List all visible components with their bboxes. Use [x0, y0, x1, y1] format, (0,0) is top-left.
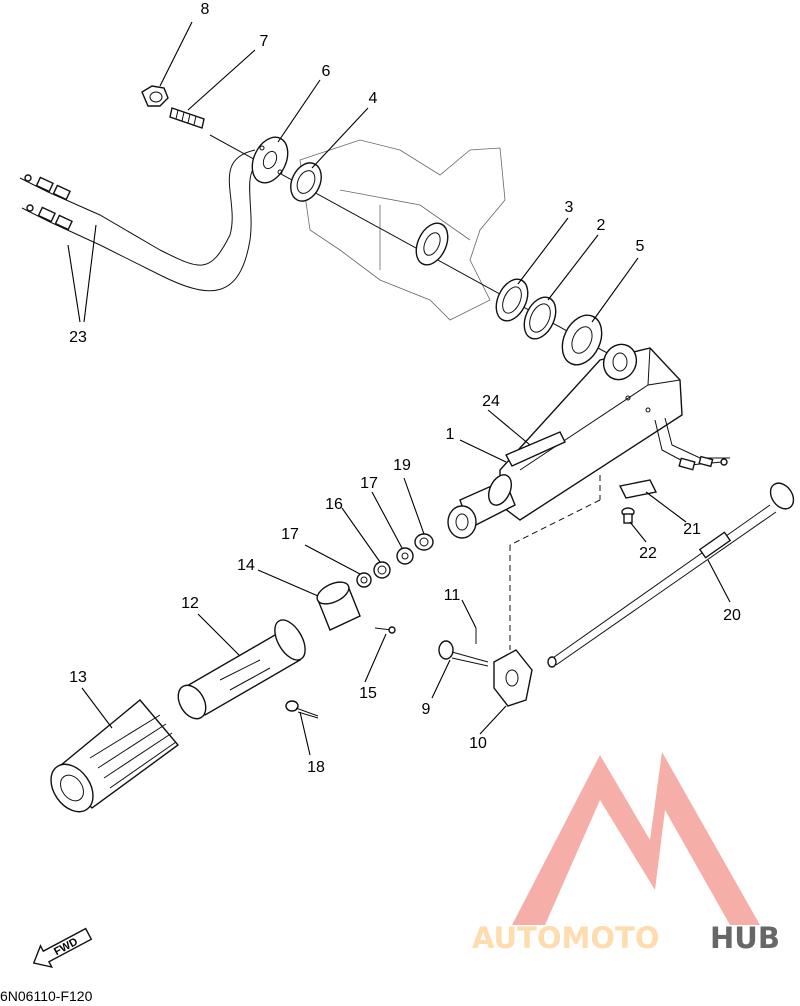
callout-11: 11 [444, 587, 461, 604]
callout-20: 20 [723, 607, 741, 624]
callout-10: 10 [469, 735, 487, 752]
spring-16 [373, 561, 391, 579]
housing-bushing [415, 222, 449, 266]
callout-labels: 8 7 6 4 3 2 5 23 24 1 19 17 16 17 14 12 … [69, 1, 741, 776]
fwd-label: FWD [52, 936, 80, 958]
nut-8 [141, 85, 169, 107]
watermark-triangle-mark [512, 752, 760, 925]
leader-lines [67, 21, 731, 756]
bushing-19 [414, 533, 434, 551]
callout-23: 23 [69, 329, 87, 346]
washer-3 [495, 278, 529, 322]
screw-22 [621, 507, 635, 524]
cable-end-upper [24, 174, 71, 201]
steering-handle-1 [447, 343, 683, 539]
washer-17-upper [396, 547, 414, 565]
callout-18: 18 [307, 759, 325, 776]
fwd-arrow: FWD [32, 927, 93, 969]
callout-22: 22 [639, 545, 657, 562]
wave-washer-2 [523, 296, 557, 340]
callout-7: 7 [260, 33, 269, 50]
callout-8: 8 [201, 1, 210, 18]
watermark-text-automoto: AUTOMOTO [472, 921, 659, 955]
throttle-cables [19, 149, 263, 292]
bolt-9 [438, 640, 489, 667]
plate-6 [251, 136, 289, 184]
callout-13: 13 [69, 669, 87, 686]
callout-1: 1 [446, 426, 455, 443]
plate-21 [618, 479, 658, 499]
callout-17-lower: 17 [281, 526, 299, 543]
callout-21: 21 [683, 521, 701, 538]
label-24 [505, 431, 566, 467]
callout-24: 24 [482, 393, 500, 410]
handle-cables [654, 417, 730, 471]
callout-14: 14 [237, 557, 255, 574]
washer-5 [561, 314, 603, 366]
catalog-code: 6N06110-F120 [0, 988, 93, 1004]
callout-17-upper: 17 [360, 475, 378, 492]
callout-5: 5 [636, 238, 645, 255]
watermark-logo: AUTOMOTO HUB [472, 752, 780, 955]
collar-14 [316, 581, 361, 631]
shift-rod-20 [547, 482, 795, 668]
grip-13 [50, 699, 180, 813]
screw-18 [285, 700, 319, 719]
callout-4: 4 [369, 90, 378, 107]
callout-12: 12 [181, 595, 199, 612]
callout-2: 2 [597, 217, 606, 234]
watermark-text-hub: HUB [710, 921, 780, 955]
pin-15 [374, 626, 396, 634]
block-10 [493, 649, 533, 707]
engine-housing-outline [299, 139, 506, 321]
washer-4 [290, 162, 322, 202]
cable-end-lower [26, 204, 73, 231]
callout-6: 6 [322, 63, 331, 80]
assembly-dash-lines [509, 475, 601, 650]
stud-bolt-7 [169, 107, 205, 129]
callout-9: 9 [422, 701, 431, 718]
callout-19: 19 [393, 457, 411, 474]
throttle-tube-12 [177, 619, 306, 720]
callout-15: 15 [359, 685, 377, 702]
callout-16: 16 [325, 496, 343, 513]
washer-17-lower [356, 572, 372, 588]
callout-3: 3 [565, 199, 574, 216]
